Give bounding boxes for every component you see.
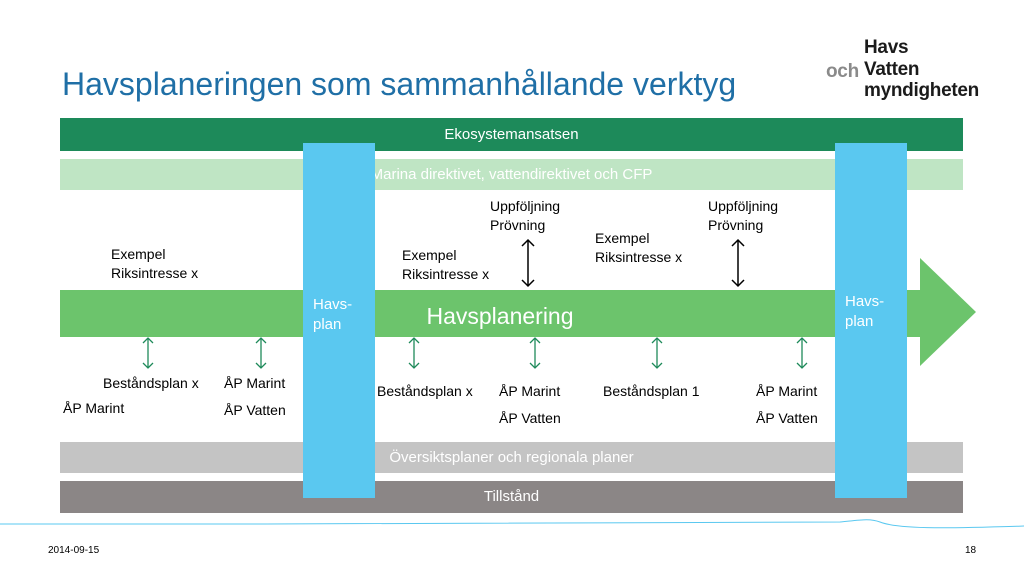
- exempel-riksintresse-2: Exempel Riksintresse x: [402, 246, 489, 284]
- havsplan-pillar-left: [303, 143, 375, 498]
- exempel-1-line2: Riksintresse x: [111, 265, 199, 281]
- double-arrow-green-6: [796, 337, 808, 369]
- bestandsplan-x-1: Beståndsplan x: [103, 375, 199, 391]
- havs-och-vatten-logo: Havs och Vatten myndigheten: [826, 38, 986, 102]
- exempel-3-line1: Exempel: [595, 230, 650, 246]
- slide-title: Havsplaneringen som sammanhållande verkt…: [62, 66, 737, 102]
- double-arrow-green-4: [529, 337, 541, 369]
- double-arrow-green-5: [651, 337, 663, 369]
- uppfoljning-provning-2: Uppföljning Prövning: [708, 197, 778, 235]
- havsplan-left-line2: plan: [313, 316, 342, 333]
- double-arrow-black-2: [731, 238, 745, 288]
- ap-vatten-2: ÅP Vatten: [499, 410, 561, 426]
- havsplan-pillar-left-label: Havs- plan: [313, 295, 352, 335]
- band-ekosystemansatsen: Ekosystemansatsen: [60, 118, 963, 151]
- decorative-wave-line: [0, 519, 1024, 529]
- ap-marint-3: ÅP Marint: [499, 383, 561, 399]
- exempel-3-line2: Riksintresse x: [595, 249, 683, 265]
- ap-vatten-3: ÅP Vatten: [756, 410, 818, 426]
- band-marina-direktivet: Marina direktivet, vattendirektivet och …: [60, 159, 963, 190]
- double-arrow-black-1: [521, 238, 535, 288]
- havsplan-pillar-right: [835, 143, 907, 498]
- footer-date: 2014-09-15: [48, 545, 100, 556]
- double-arrow-green-3: [408, 337, 420, 369]
- havsplan-pillar-right-label: Havs- plan: [845, 292, 884, 332]
- havsplanering-label: Havsplanering: [426, 303, 574, 329]
- logo-word-vatten: Vatten: [864, 59, 920, 80]
- havsplan-left-line1: Havs-: [313, 296, 353, 313]
- logo-word-myndigheten: myndigheten: [864, 80, 979, 101]
- bestandsplan-x-2: Beståndsplan x: [377, 383, 473, 399]
- uppfoljning-1-line2: Prövning: [490, 217, 546, 233]
- uppfoljning-1-line1: Uppföljning: [490, 198, 561, 214]
- havsplanering-arrow: [60, 258, 976, 366]
- exempel-2-line2: Riksintresse x: [402, 266, 490, 282]
- ap-marint-2: ÅP Marint: [224, 375, 286, 391]
- exempel-riksintresse-3: Exempel Riksintresse x: [595, 229, 682, 267]
- logo-word-och: och: [826, 61, 859, 82]
- double-arrow-green-1: [142, 337, 154, 369]
- havsplan-right-line1: Havs-: [845, 293, 885, 310]
- double-arrow-green-2: [255, 337, 267, 369]
- uppfoljning-provning-1: Uppföljning Prövning: [490, 197, 560, 235]
- exempel-riksintresse-1: Exempel Riksintresse x: [111, 245, 198, 283]
- exempel-1-line1: Exempel: [111, 246, 166, 262]
- ap-marint-4: ÅP Marint: [756, 383, 818, 399]
- band-oversiktsplaner: Översiktsplaner och regionala planer: [60, 442, 963, 473]
- havsplan-right-line2: plan: [845, 313, 874, 330]
- footer-page-number: 18: [965, 545, 977, 556]
- ap-vatten-1: ÅP Vatten: [224, 402, 286, 418]
- uppfoljning-2-line1: Uppföljning: [708, 198, 779, 214]
- logo-word-havs: Havs: [864, 37, 909, 58]
- ap-marint-1: ÅP Marint: [63, 400, 125, 416]
- bestandsplan-1: Beståndsplan 1: [603, 383, 700, 399]
- exempel-2-line1: Exempel: [402, 247, 457, 263]
- uppfoljning-2-line2: Prövning: [708, 217, 764, 233]
- band-tillstand: Tillstånd: [60, 481, 963, 513]
